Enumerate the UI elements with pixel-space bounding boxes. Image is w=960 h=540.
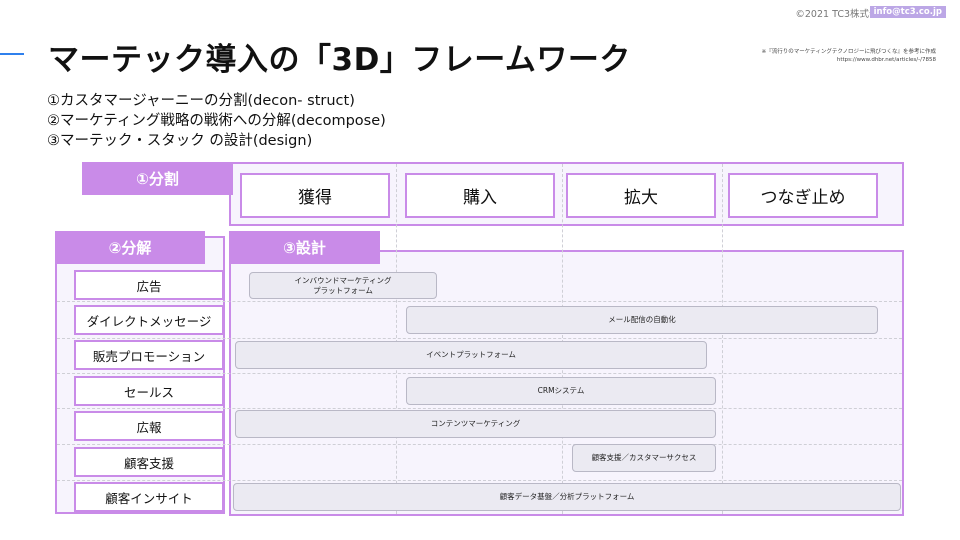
divide-tag: ①分割 <box>82 162 233 195</box>
grid-line-horizontal <box>57 480 902 481</box>
grid-line-vertical <box>562 164 563 514</box>
row-label-customer-insight: 顧客インサイト <box>74 482 224 512</box>
reference-line-1: ※『流行りのマーケティングテクノロジーに飛びつくな』を参考に作成 <box>761 49 936 55</box>
grid-line-vertical <box>722 164 723 514</box>
phase-expand: 拡大 <box>566 173 716 218</box>
grid-line-horizontal <box>57 444 902 445</box>
row-label-public-relations: 広報 <box>74 411 224 441</box>
email-badge[interactable]: info@tc3.co.jp <box>869 6 946 18</box>
bar-content-marketing: コンテンツマーケティング <box>235 410 716 438</box>
row-label-sales-promotion: 販売プロモーション <box>74 340 224 370</box>
bar-customer-data-platform: 顧客データ基盤／分析プラットフォーム <box>233 483 901 511</box>
bullet-list: ①カスタマージャーニーの分割(decon- struct) ②マーケティング戦略… <box>47 91 386 151</box>
grid-line-horizontal <box>57 408 902 409</box>
phase-purchase: 購入 <box>405 173 555 218</box>
grid-line-horizontal <box>57 301 902 302</box>
page-title: マーテック導入の「3D」フレームワーク <box>48 42 631 78</box>
decompose-tag: ②分解 <box>55 231 205 264</box>
reference-url[interactable]: https://www.dhbr.net/articles/-/7858 <box>836 57 936 63</box>
row-label-advertising: 広告 <box>74 270 224 300</box>
copyright-text: ©2021 TC3株式会社 <box>795 9 888 20</box>
bullet-item-2: ②マーケティング戦略の戦術への分解(decompose) <box>47 113 386 129</box>
title-accent-line <box>0 53 24 55</box>
design-tag: ③設計 <box>229 231 380 264</box>
bar-email-automation: メール配信の自動化 <box>406 306 878 334</box>
grid-line-vertical <box>396 164 397 514</box>
row-label-direct-message: ダイレクトメッセージ <box>74 305 224 335</box>
bullet-item-1: ①カスタマージャーニーの分割(decon- struct) <box>47 93 355 109</box>
bar-inbound-marketing-platform: インバウンドマーケティング プラットフォーム <box>249 272 437 299</box>
phase-acquire: 獲得 <box>240 173 390 218</box>
bar-crm-system: CRMシステム <box>406 377 716 405</box>
row-label-sales: セールス <box>74 376 224 406</box>
grid-line-horizontal <box>57 373 902 374</box>
reference-note: ※『流行りのマーケティングテクノロジーに飛びつくな』を参考に作成 https:/… <box>762 48 936 64</box>
bullet-item-3: ③マーテック・スタック の設計(design) <box>47 133 313 149</box>
grid-line-horizontal <box>57 338 902 339</box>
phase-retain: つなぎ止め <box>728 173 878 218</box>
bar-customer-success: 顧客支援／カスタマーサクセス <box>572 444 716 472</box>
bar-event-platform: イベントプラットフォーム <box>235 341 707 369</box>
row-label-customer-support: 顧客支援 <box>74 447 224 477</box>
